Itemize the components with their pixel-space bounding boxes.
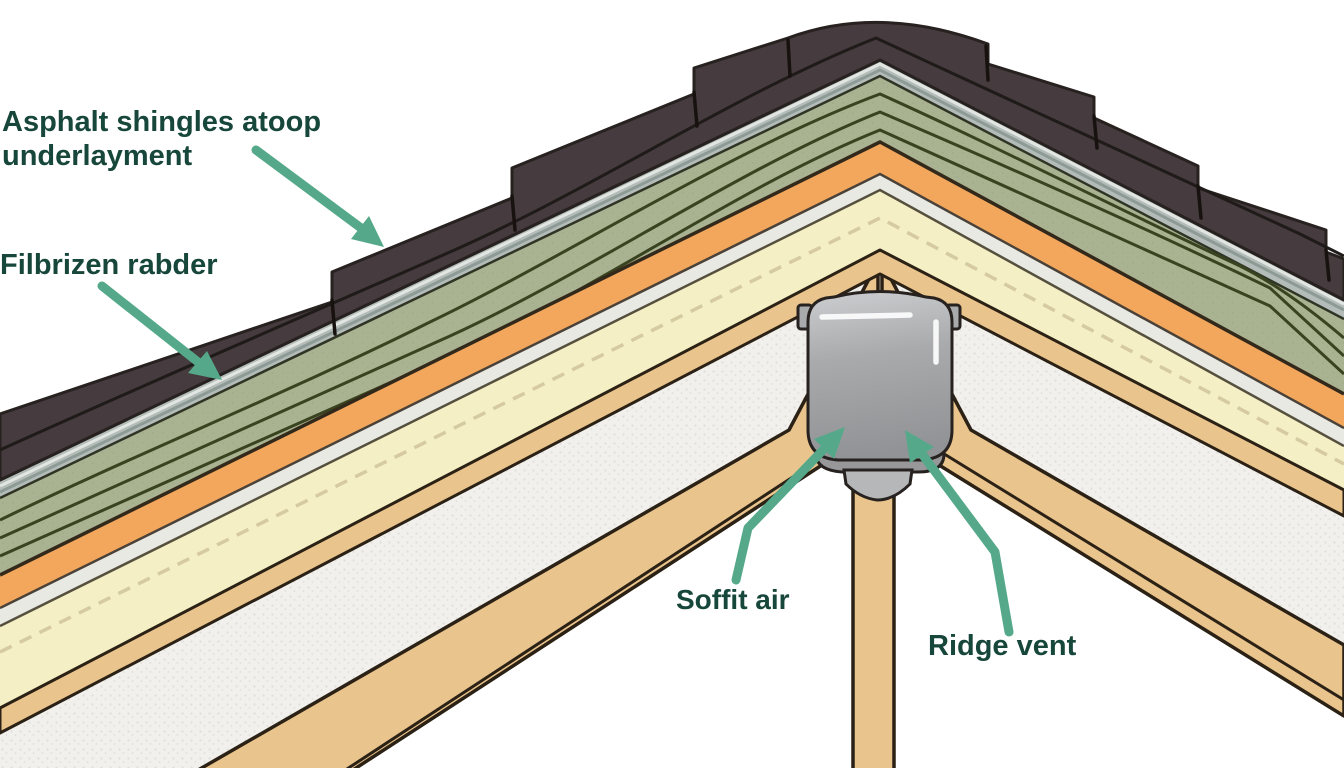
annotation-arrows — [97, 145, 1014, 637]
arrowhead-ridge — [905, 430, 934, 463]
membrane-gray-line — [0, 68, 1344, 494]
sheathing-top-line — [0, 188, 1344, 628]
film-top-line — [0, 172, 1344, 610]
vent-body — [806, 290, 954, 462]
attic-air-gap-right — [884, 266, 1344, 645]
underlayment-green-grain — [0, 76, 1344, 575]
barrier-top-line — [0, 140, 1344, 577]
underlayment-wavy-line-2 — [0, 110, 1344, 540]
arrow-ridge-vent — [917, 449, 1014, 637]
arrowhead-soffit — [814, 427, 845, 459]
rafter-right-edge-line — [927, 442, 1344, 702]
sheathing-batten-strip — [0, 248, 1344, 735]
arrow-soffit-air — [731, 444, 829, 585]
annotation-arrowheads — [188, 216, 934, 463]
label-underlayment: Filbrizen rabder — [0, 249, 218, 281]
arrowhead-asphalt — [351, 216, 384, 247]
underlayment-wavy-line-1 — [0, 92, 1344, 522]
sheathing-dashed-line — [0, 216, 1344, 654]
label-asphalt-line2: underlayment — [2, 139, 193, 172]
ridge-cap-tabs — [330, 38, 1331, 336]
arrow-underlayment — [97, 281, 203, 367]
underlayment-top-line — [0, 74, 1344, 500]
rafter-left-edge-line — [345, 448, 835, 768]
shingle-course-line — [0, 36, 1344, 452]
membrane-white-line — [0, 62, 1344, 488]
ridge-vent — [796, 290, 962, 502]
vent-flap — [842, 468, 914, 502]
label-asphalt-shingles: Asphalt shingles atoop underlayment — [2, 106, 321, 174]
label-soffit-air: Soffit air — [676, 584, 790, 615]
label-ridge-vent: Ridge vent — [928, 630, 1077, 662]
ridge-board-post — [851, 450, 896, 768]
arrowhead-underlayment — [188, 351, 222, 380]
vent-highlight — [819, 312, 939, 365]
shingle-layer — [0, 20, 1344, 482]
arrow-asphalt-shingles — [251, 145, 366, 233]
underlayment-wavy-line-3 — [0, 128, 1344, 558]
label-asphalt-line1: Asphalt shingles atoop — [2, 106, 322, 138]
